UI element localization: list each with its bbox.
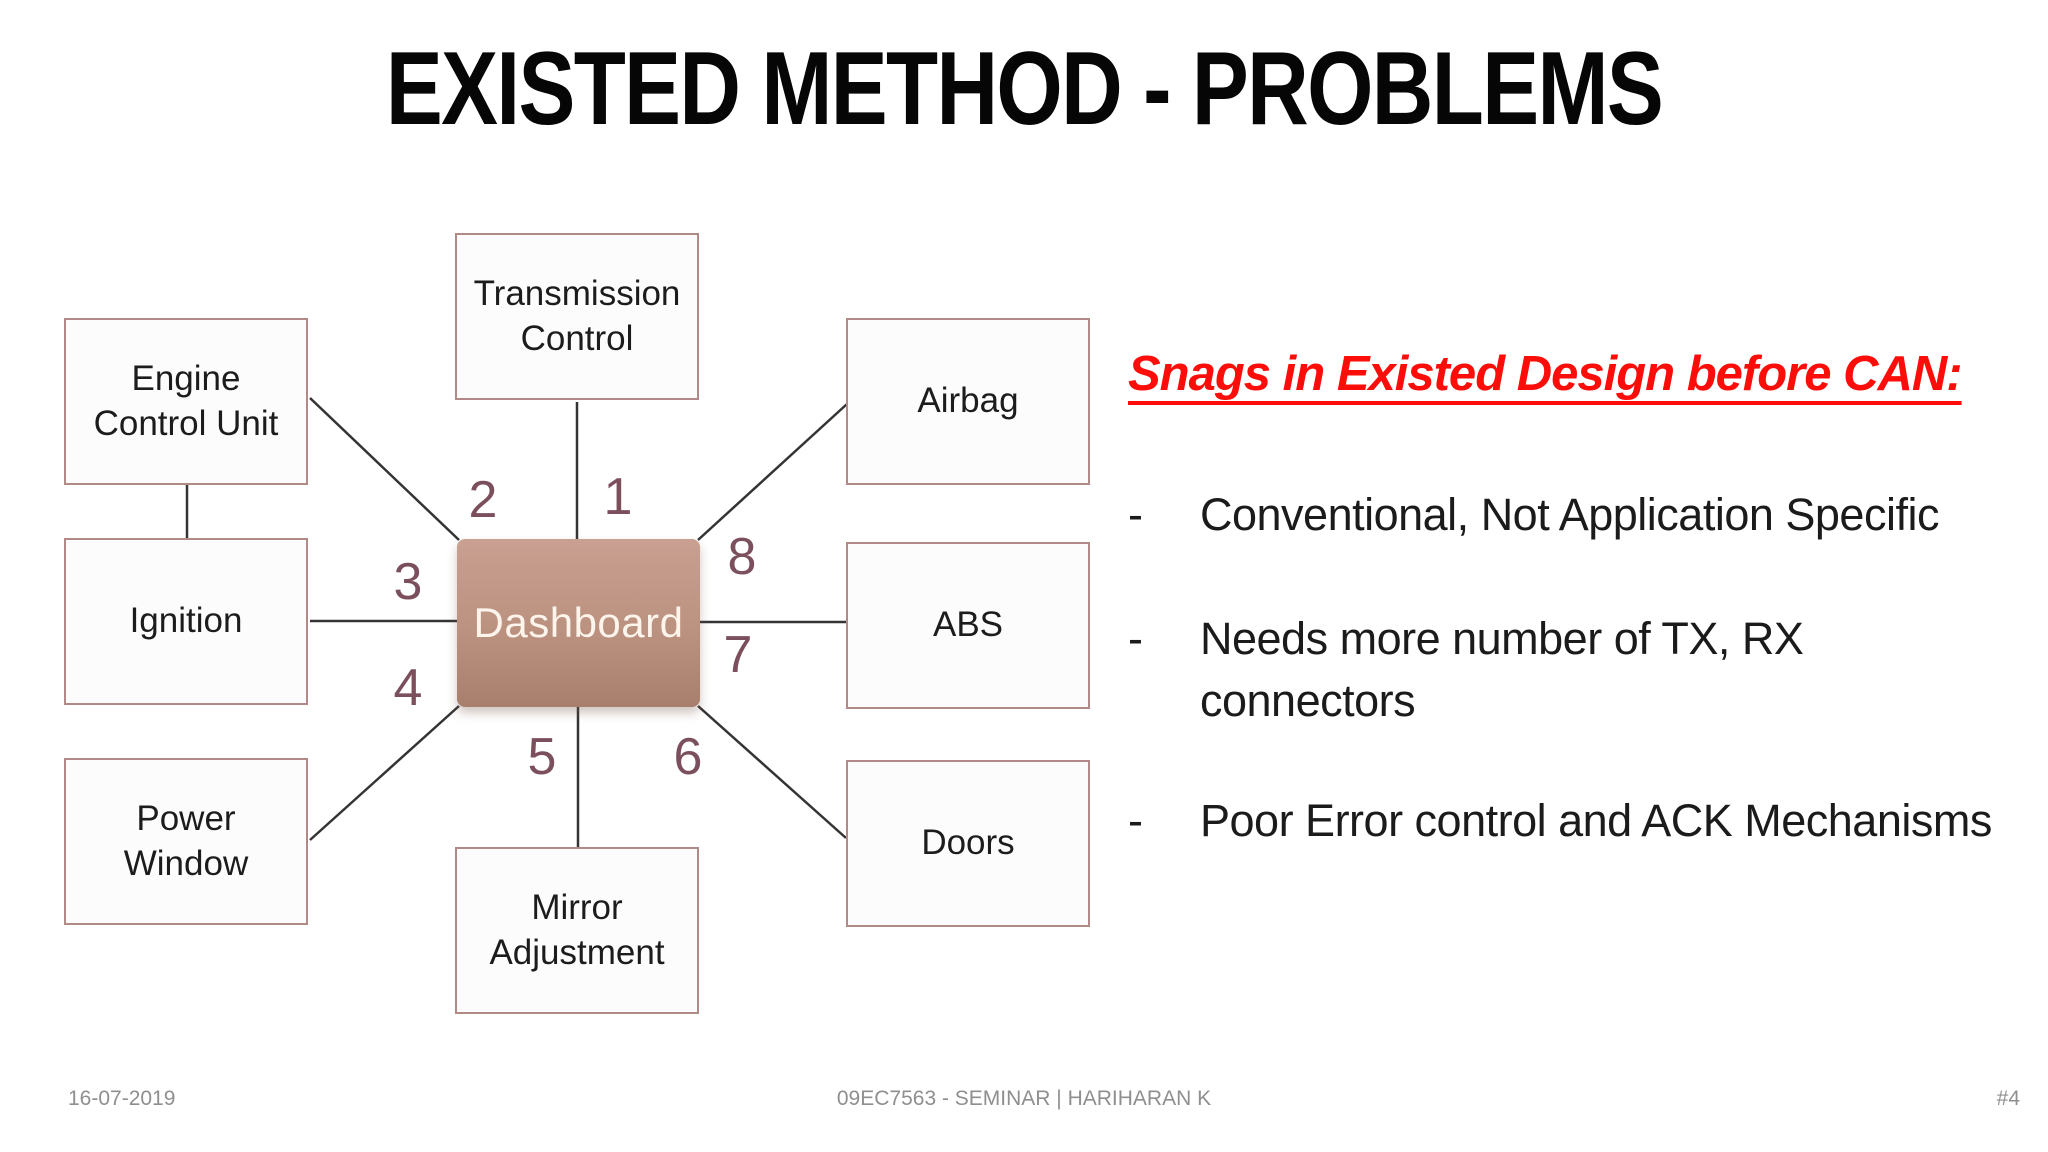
connector-line-6: [697, 705, 847, 839]
node-ignition: Ignition: [64, 538, 308, 705]
connector-line-2: [309, 397, 460, 541]
connector-number-8: 8: [727, 528, 757, 586]
bullet-text: Needs more number of TX, RX connectors: [1200, 613, 1804, 726]
node-label: Transmission Control: [473, 273, 681, 358]
node-abs: ABS: [846, 542, 1090, 709]
node-dashboard: Dashboard: [457, 539, 700, 707]
connector-line-8: [697, 403, 848, 541]
connector-number-7: 7: [723, 626, 753, 684]
footer-page-number: #4: [1996, 1087, 2020, 1110]
node-label: Engine Control Unit: [93, 358, 279, 443]
connector-number-1: 1: [603, 468, 633, 526]
node-label: Airbag: [917, 381, 1019, 421]
bullet-item: - Needs more number of TX, RX connectors: [1128, 608, 2048, 732]
connector-line-4: [309, 705, 460, 841]
node-label: Power Window: [123, 798, 249, 883]
bullet-item: - Conventional, Not Application Specific: [1128, 484, 2048, 546]
node-engine-control-unit: Engine Control Unit: [64, 318, 308, 485]
bullet-marker: -: [1128, 613, 1143, 664]
bullet-item: - Poor Error control and ACK Mechanisms: [1128, 790, 2048, 852]
footer-date: 16-07-2019: [68, 1087, 176, 1110]
bullet-marker: -: [1128, 795, 1143, 846]
node-power-window: Power Window: [64, 758, 308, 925]
node-label: Mirror Adjustment: [489, 887, 665, 972]
snags-heading: Snags in Existed Design before CAN:: [1128, 347, 1963, 401]
node-transmission-control: Transmission Control: [455, 233, 699, 400]
bullet-text: Poor Error control and ACK Mechanisms: [1200, 795, 1992, 846]
node-airbag: Airbag: [846, 318, 1090, 485]
node-label: ABS: [932, 605, 1004, 645]
node-mirror-adjustment: Mirror Adjustment: [455, 847, 699, 1014]
connector-number-3: 3: [393, 553, 423, 611]
node-doors: Doors: [846, 760, 1090, 927]
bullet-text: Conventional, Not Application Specific: [1200, 489, 1939, 540]
bullet-marker: -: [1128, 489, 1143, 540]
connector-number-5: 5: [527, 728, 557, 786]
node-label: Doors: [921, 823, 1015, 863]
slide-title: EXISTED METHOD - PROBLEMS: [385, 31, 1664, 147]
connector-number-4: 4: [393, 659, 423, 717]
footer-seminar-label: 09EC7563 - SEMINAR | HARIHARAN K: [836, 1087, 1212, 1110]
node-label: Ignition: [129, 601, 243, 641]
node-label: Dashboard: [473, 599, 684, 646]
connector-number-6: 6: [673, 728, 703, 786]
connector-number-2: 2: [468, 471, 498, 529]
